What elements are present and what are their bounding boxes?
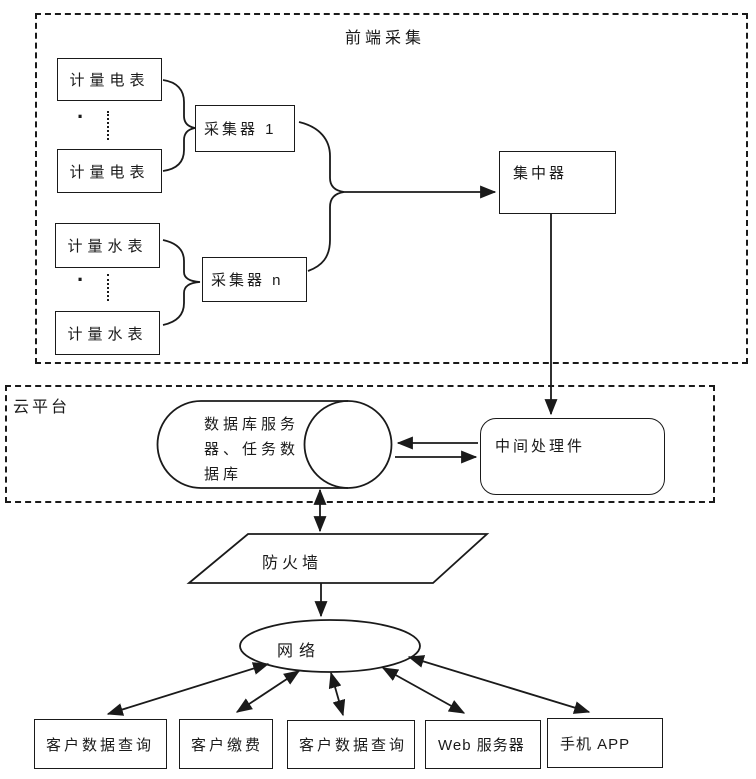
cloud-platform-container — [5, 385, 715, 503]
node-middleware-label: 中间处理件 — [495, 438, 586, 455]
arrow-network-terminal-5 — [407, 655, 591, 714]
node-water-meter-2: 计量水表 — [55, 311, 160, 355]
arrow-network-terminal-4 — [381, 667, 466, 714]
node-terminal-customer-payment: 客户缴费 — [179, 719, 273, 769]
node-collector-n: 采集器 n — [202, 257, 307, 302]
terminal-2-label: 客户缴费 — [191, 736, 264, 754]
database-label-line3: 据库 — [204, 466, 243, 483]
terminal-5-label: 手机 APP — [560, 735, 631, 753]
arrow-network-terminal-2 — [235, 670, 301, 713]
node-electric-meter-1: 计量电表 — [57, 58, 162, 101]
node-collector-1-label: 采集器 1 — [204, 121, 277, 138]
node-electric-meter-2-label: 计量电表 — [69, 163, 150, 181]
node-water-meter-1-label: 计量水表 — [67, 238, 148, 255]
node-collector-n-label: 采集器 n — [211, 272, 284, 289]
node-database-label: 数据库服务 器、任务数 据库 — [204, 412, 299, 487]
node-concentrator: 集中器 — [499, 151, 616, 214]
electric-meter-ellipsis-line — [107, 111, 109, 140]
node-terminal-customer-data-query-2: 客户数据查询 — [287, 720, 415, 769]
cloud-section-title: 云平台 — [13, 399, 71, 416]
water-meter-ellipsis-line — [107, 274, 109, 301]
terminal-4-label: Web 服务器 — [438, 737, 525, 754]
firewall-shape — [186, 533, 490, 584]
node-water-meter-2-label: 计量水表 — [67, 325, 148, 343]
node-electric-meter-2: 计量电表 — [57, 149, 162, 193]
node-terminal-mobile-app: 手机 APP — [547, 718, 663, 768]
terminal-1-label: 客户数据查询 — [46, 736, 155, 754]
node-network-label: 网络 — [277, 643, 322, 660]
electric-meter-ellipsis-dot: · — [77, 104, 85, 129]
database-cylinder-cap — [303, 400, 393, 489]
database-label-line1: 数据库服务 — [204, 416, 300, 433]
frontend-section-title: 前端采集 — [345, 30, 426, 47]
database-cylinder-body — [156, 400, 348, 489]
node-electric-meter-1-label: 计量电表 — [69, 72, 150, 89]
node-collector-1: 采集器 1 — [195, 105, 295, 152]
node-terminal-customer-data-query-1: 客户数据查询 — [34, 719, 167, 769]
node-terminal-web-server: Web 服务器 — [425, 720, 541, 769]
arrow-network-terminal-3 — [328, 671, 346, 717]
brace-water-meters — [162, 239, 201, 326]
database-label-line2: 器、任务数 — [204, 441, 300, 458]
terminal-3-label: 客户数据查询 — [299, 737, 408, 754]
node-water-meter-1: 计量水表 — [55, 223, 160, 268]
node-concentrator-label: 集中器 — [513, 165, 568, 182]
node-middleware: 中间处理件 — [480, 418, 665, 495]
frontend-collection-container — [35, 13, 748, 364]
node-firewall-label: 防火墙 — [262, 555, 323, 572]
water-meter-ellipsis-dot: · — [77, 267, 85, 292]
